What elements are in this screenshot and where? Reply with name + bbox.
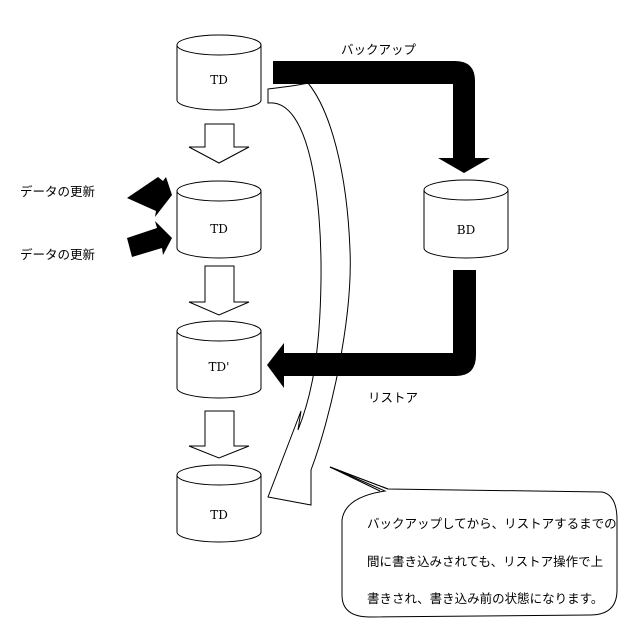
backup-arrow: [273, 61, 490, 173]
cylinder-td-restored: [176, 464, 262, 543]
cylinder-body: [176, 190, 262, 259]
curved-hollow-arrow: [267, 82, 351, 506]
update-arrow-1: [127, 177, 172, 217]
node-label-td-4: TD: [210, 508, 228, 522]
restore-arrow: [267, 270, 476, 388]
cylinder-td-prime: [176, 320, 262, 399]
restore-label: リストア: [368, 390, 418, 405]
cylinder-body: [176, 44, 262, 111]
cylinder-top: [176, 34, 262, 56]
node-label-bd: BD: [457, 223, 475, 237]
callout-bubble: [329, 466, 618, 618]
cylinder-body: [423, 189, 509, 259]
cylinder-body: [176, 474, 262, 543]
callout-line-1: バックアップしてから、リストアするまでの: [367, 516, 617, 531]
callout-pointer: [329, 466, 389, 490]
cylinder-td: [176, 34, 262, 111]
cylinder-bd: [423, 179, 509, 259]
down-arrow-1: [188, 123, 250, 164]
cylinder-td-updated: [176, 180, 262, 259]
callout-line-3: 書きされ、書き込み前の状態になります。: [367, 591, 603, 606]
node-label-td-prime: TD': [209, 360, 230, 374]
cylinder-top: [423, 179, 509, 201]
down-arrow-2: [188, 265, 250, 316]
cylinder-top: [176, 180, 262, 202]
update-label-2: データの更新: [20, 247, 95, 262]
update-arrow-2: [127, 221, 172, 257]
cylinder-body: [176, 330, 262, 399]
callout-pointer-inner: [329, 466, 381, 492]
callout-line-2: 間に書き込みされても、リストア操作で上: [367, 554, 603, 569]
node-label-td-1: TD: [210, 73, 228, 87]
cylinder-top: [176, 320, 262, 342]
update-label-1: データの更新: [20, 184, 95, 199]
cylinder-top: [176, 464, 262, 486]
node-label-td-2: TD: [210, 222, 228, 236]
down-arrow-3: [188, 410, 250, 459]
backup-label: バックアップ: [341, 42, 417, 57]
